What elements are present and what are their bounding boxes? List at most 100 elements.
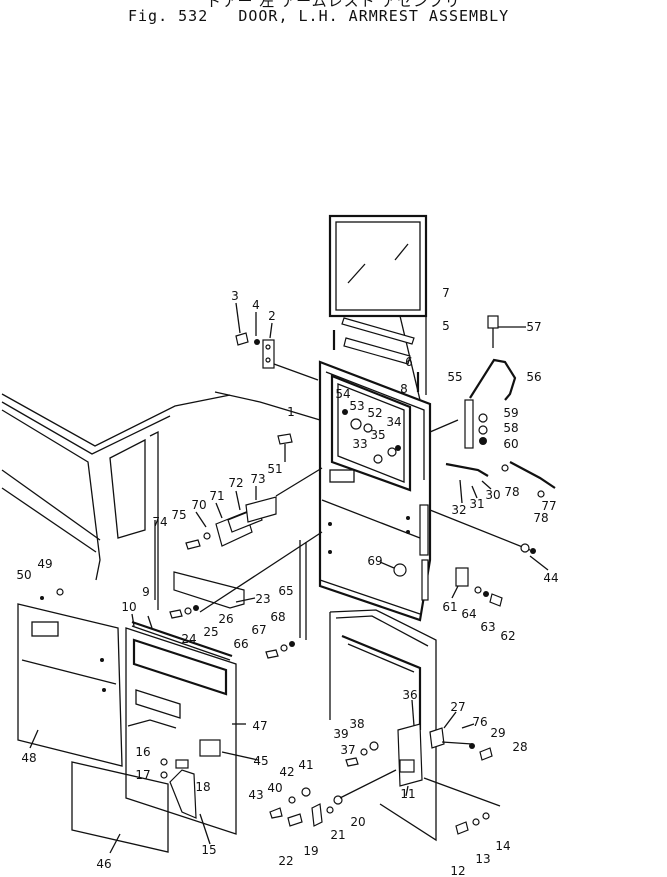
callout-37: 37 xyxy=(340,743,355,757)
window-glass-panel xyxy=(328,214,428,401)
callout-47: 47 xyxy=(252,719,267,733)
callout-25: 25 xyxy=(203,625,218,639)
callout-58: 58 xyxy=(503,421,518,435)
callout-27: 27 xyxy=(450,700,465,714)
callout-19: 19 xyxy=(303,844,318,858)
callout-1: 1 xyxy=(287,405,295,419)
callout-36: 36 xyxy=(402,688,417,702)
callout-3: 3 xyxy=(231,289,239,303)
callout-78: 78 xyxy=(533,511,548,525)
lower-outer-panel xyxy=(329,609,437,842)
callout-22: 22 xyxy=(278,854,293,868)
callout-65: 65 xyxy=(278,584,293,598)
callout-74: 74 xyxy=(152,515,167,529)
control-rods xyxy=(429,461,556,571)
armrest-parts xyxy=(169,467,323,619)
callout-71: 71 xyxy=(209,489,224,503)
callout-60: 60 xyxy=(503,437,518,451)
callout-45: 45 xyxy=(253,754,268,768)
sliding-strips xyxy=(332,317,420,392)
callout-5: 5 xyxy=(442,319,450,333)
callout-56: 56 xyxy=(526,370,541,384)
callout-6: 6 xyxy=(405,355,413,369)
callout-41: 41 xyxy=(298,758,313,772)
callout-42: 42 xyxy=(279,765,294,779)
callout-51: 51 xyxy=(267,462,282,476)
callout-23: 23 xyxy=(255,592,270,606)
callout-77: 77 xyxy=(541,499,556,513)
callout-4: 4 xyxy=(252,298,260,312)
callout-46: 46 xyxy=(96,857,111,871)
callout-33: 33 xyxy=(352,437,367,451)
latch-hardware xyxy=(342,409,401,464)
callout-75: 75 xyxy=(171,508,186,522)
callout-14: 14 xyxy=(495,839,510,853)
callout-2: 2 xyxy=(268,309,276,323)
callout-52: 52 xyxy=(367,406,382,420)
striker-plate xyxy=(451,567,503,607)
lower-inner-panel xyxy=(125,613,259,845)
japanese-title: ドアー 左 アームレスト アセンブリ xyxy=(206,0,461,10)
callout-70: 70 xyxy=(191,498,206,512)
misc-fasteners xyxy=(265,433,395,659)
callout-9: 9 xyxy=(142,585,150,599)
callout-21: 21 xyxy=(330,828,345,842)
callout-28: 28 xyxy=(512,740,527,754)
figure-title: Fig. 532 DOOR, L.H. ARMREST ASSEMBLY xyxy=(128,7,510,25)
callout-50: 50 xyxy=(16,568,31,582)
callout-39: 39 xyxy=(333,727,348,741)
callout-73: 73 xyxy=(250,472,265,486)
callout-68: 68 xyxy=(270,610,285,624)
callout-44: 44 xyxy=(543,571,558,585)
cab-body xyxy=(1,393,231,610)
callout-49: 49 xyxy=(37,557,52,571)
callout-30: 30 xyxy=(485,488,500,502)
callout-8: 8 xyxy=(400,382,408,396)
callout-35: 35 xyxy=(370,428,385,442)
door-frame xyxy=(214,360,459,640)
callout-66: 66 xyxy=(233,637,248,651)
callout-11: 11 xyxy=(400,787,415,801)
callout-67: 67 xyxy=(251,623,266,637)
callout-61: 61 xyxy=(442,600,457,614)
callout-15: 15 xyxy=(201,843,216,857)
callout-53: 53 xyxy=(349,399,364,413)
callout-76: 76 xyxy=(472,715,487,729)
callout-78: 78 xyxy=(504,485,519,499)
callout-63: 63 xyxy=(480,620,495,634)
callout-40: 40 xyxy=(267,781,282,795)
callout-31: 31 xyxy=(469,497,484,511)
callout-18: 18 xyxy=(195,780,210,794)
callout-13: 13 xyxy=(475,852,490,866)
callout-59: 59 xyxy=(503,406,518,420)
hinge-bracket xyxy=(235,302,319,381)
callout-38: 38 xyxy=(349,717,364,731)
callout-72: 72 xyxy=(228,476,243,490)
cover-sheet xyxy=(71,761,169,854)
handle-pin xyxy=(464,315,526,449)
lower-fasteners xyxy=(269,741,501,835)
callout-16: 16 xyxy=(135,745,150,759)
callout-48: 48 xyxy=(21,751,36,765)
callout-62: 62 xyxy=(500,629,515,643)
callout-24: 24 xyxy=(181,632,196,646)
callout-69: 69 xyxy=(367,554,382,568)
callout-57: 57 xyxy=(526,320,541,334)
callout-43: 43 xyxy=(248,788,263,802)
callout-64: 64 xyxy=(461,607,476,621)
callout-10: 10 xyxy=(121,600,136,614)
callout-29: 29 xyxy=(490,726,505,740)
callout-54: 54 xyxy=(335,387,350,401)
door-trim-panel xyxy=(17,588,123,767)
door-lock xyxy=(397,699,475,797)
callout-32: 32 xyxy=(451,503,466,517)
callout-26: 26 xyxy=(218,612,233,626)
callout-20: 20 xyxy=(350,815,365,829)
callout-34: 34 xyxy=(386,415,401,429)
callout-7: 7 xyxy=(442,286,450,300)
callout-17: 17 xyxy=(135,768,150,782)
callout-55: 55 xyxy=(447,370,462,384)
callout-12: 12 xyxy=(450,864,465,877)
